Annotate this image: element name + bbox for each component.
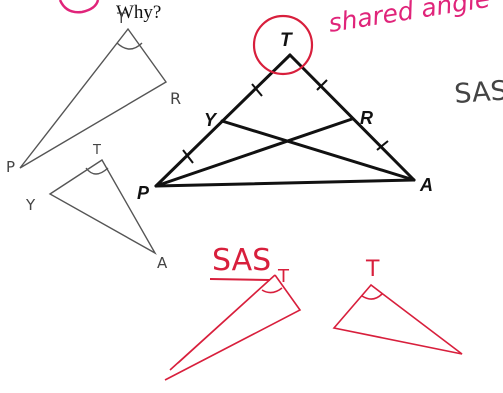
- sketch-triangle-trp: [19, 27, 168, 169]
- question-number-circle: [58, 0, 100, 14]
- red-sketch-2-arc: [361, 293, 383, 300]
- red-sketch-triangle-2: [332, 283, 463, 355]
- segment-pr: [154, 117, 354, 188]
- label-y: Y: [204, 110, 218, 130]
- tick-tr: [316, 79, 328, 91]
- red-circle-around-t: [252, 14, 314, 76]
- label-r: R: [360, 108, 373, 128]
- main-triangle: [154, 53, 416, 188]
- note-sas-pencil: SAS: [453, 75, 503, 110]
- note-shared-angle: shared angle: [326, 0, 492, 38]
- tick-ra: [376, 140, 389, 151]
- label-a: A: [419, 175, 433, 195]
- congruence-ticks: [182, 79, 389, 164]
- question-text: Why?: [116, 2, 161, 23]
- red-sketch-triangle-1: [164, 274, 302, 381]
- label-t: T: [280, 30, 293, 51]
- red-sketch-1-arc: [261, 287, 283, 294]
- sketch-angle-arc-1: [116, 42, 143, 50]
- tick-ty: [251, 83, 263, 97]
- tick-yp: [182, 149, 194, 164]
- sketch2-label-y: Y: [25, 196, 36, 214]
- red-sketch-2-label-t: T: [365, 257, 380, 282]
- red-sketch-2-outline: [332, 283, 463, 355]
- sketch-triangle-tya: [48, 159, 157, 255]
- sketch-triangle-tya-outline: [48, 159, 157, 255]
- note-sas-red: SAS: [212, 243, 271, 278]
- red-sketch-1-outline: [164, 274, 302, 381]
- sketch-triangle-trp-outline: [19, 27, 168, 169]
- sketch-angle-arc-2: [85, 167, 109, 175]
- segment-ya: [220, 119, 416, 182]
- sas-underline: [209, 278, 271, 281]
- label-p: P: [137, 183, 150, 203]
- sketch1-label-t: T: [116, 11, 126, 27]
- sketch2-label-t: T: [92, 143, 101, 158]
- side-pa: [154, 178, 416, 188]
- sketch1-label-p: P: [6, 158, 15, 176]
- sketch1-label-r: R: [170, 89, 181, 108]
- red-sketch-1-label-t: T: [277, 266, 290, 287]
- sketch2-label-a: A: [157, 254, 168, 272]
